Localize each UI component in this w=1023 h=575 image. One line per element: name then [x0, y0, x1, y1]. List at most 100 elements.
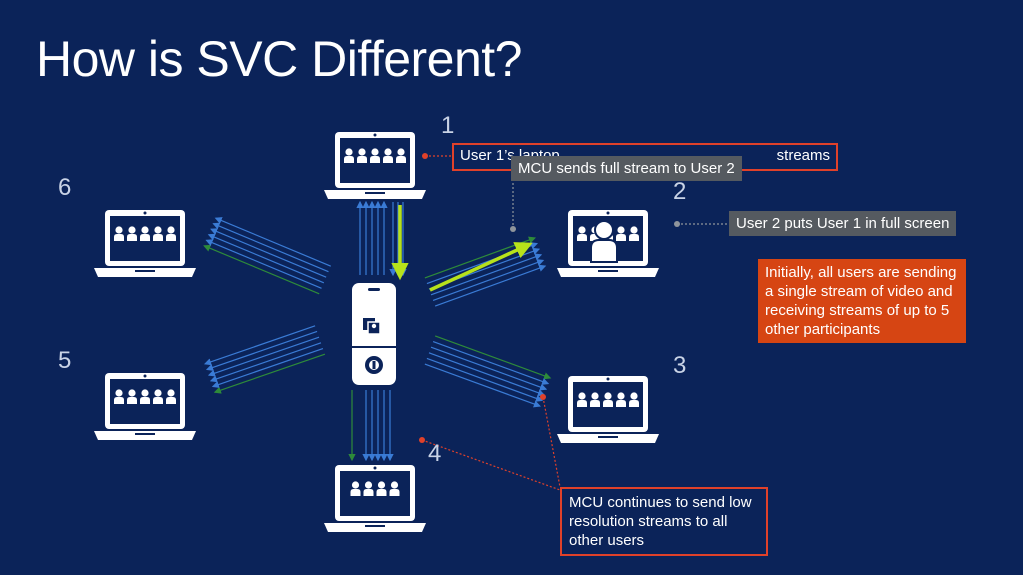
- laptop-camera: [606, 377, 610, 381]
- person-body: [140, 234, 150, 241]
- person-body: [629, 234, 639, 241]
- person-body: [363, 489, 374, 496]
- leader-line: [542, 396, 561, 488]
- laptop-camera: [143, 211, 147, 215]
- number-1: 1: [441, 112, 455, 139]
- stream-line: [203, 325, 316, 366]
- person-body: [590, 400, 600, 407]
- person-body: [140, 397, 150, 404]
- person-body: [127, 234, 137, 241]
- stream-line: [207, 336, 320, 377]
- stream-line: [205, 239, 322, 289]
- laptop-trackpad: [598, 270, 618, 272]
- user2-fullscreen-callout: User 2 puts User 1 in full screen: [729, 211, 957, 236]
- laptop-trackpad: [365, 525, 385, 527]
- laptop-trackpad: [135, 270, 155, 272]
- person-head: [115, 226, 123, 234]
- person-body: [370, 156, 380, 163]
- laptop-trackpad: [598, 436, 618, 438]
- person-head: [154, 389, 162, 397]
- person-head: [397, 148, 405, 156]
- stream-line: [214, 217, 332, 267]
- person-body: [629, 400, 639, 407]
- person-head: [351, 481, 360, 489]
- person-head: [358, 148, 366, 156]
- laptop-camera: [143, 374, 147, 378]
- laptop-icon-user1: [324, 132, 426, 199]
- stream-line: [434, 264, 547, 307]
- number-2: 2: [673, 178, 687, 205]
- person-head: [604, 392, 612, 400]
- laptop-base: [94, 431, 196, 440]
- person-body: [396, 156, 406, 163]
- person-head: [128, 389, 136, 397]
- person-body: [376, 489, 387, 496]
- person-head: [377, 481, 386, 489]
- person-body: [616, 400, 626, 407]
- person-body: [153, 234, 163, 241]
- person-head: [617, 226, 625, 234]
- laptop-base: [324, 523, 426, 532]
- laptop-camera: [606, 211, 610, 215]
- person-body: [357, 156, 367, 163]
- stream-line: [434, 335, 552, 380]
- stream-line: [205, 330, 318, 371]
- stream-line: [212, 222, 329, 273]
- initial-state-callout: Initially, all users are sending a singl…: [758, 259, 966, 343]
- person-head: [167, 389, 175, 397]
- laptop-icon-user4: [324, 465, 426, 532]
- stream-line: [213, 353, 326, 394]
- number-4: 4: [428, 440, 442, 467]
- leader-line: [421, 439, 561, 491]
- stream-line: [209, 342, 322, 383]
- stream-line: [432, 340, 550, 385]
- person-head: [384, 148, 392, 156]
- person-body: [577, 400, 587, 407]
- person-head: [591, 392, 599, 400]
- person-body: [166, 397, 176, 404]
- person-body: [166, 234, 176, 241]
- stream-line: [428, 352, 546, 397]
- laptop-icon-user6: [94, 210, 196, 277]
- person-head: [371, 148, 379, 156]
- laptop-base: [324, 190, 426, 199]
- person-head: [364, 481, 373, 489]
- person-body: [577, 234, 587, 241]
- person-head: [617, 392, 625, 400]
- person-body: [114, 397, 124, 404]
- mcu-full-callout: MCU sends full stream to User 2: [511, 156, 742, 181]
- person-head: [578, 392, 586, 400]
- laptop-base: [94, 268, 196, 277]
- person-body: [603, 400, 613, 407]
- mcu-slot: [368, 288, 380, 291]
- number-3: 3: [673, 352, 687, 379]
- laptop-camera: [373, 133, 377, 137]
- featured-head: [594, 220, 614, 240]
- person-body: [389, 489, 400, 496]
- stream-line: [424, 363, 541, 408]
- laptop-trackpad: [135, 433, 155, 435]
- stream-line: [426, 357, 544, 402]
- person-head: [141, 226, 149, 234]
- laptop-base: [557, 434, 659, 443]
- person-body: [153, 397, 163, 404]
- person-body: [127, 397, 137, 404]
- person-body: [350, 489, 361, 496]
- full-stream-to-user2: [429, 242, 533, 292]
- number-5: 5: [58, 347, 72, 374]
- person-head: [154, 226, 162, 234]
- stream-line: [430, 253, 543, 296]
- stream-line: [210, 228, 327, 278]
- stream-line: [424, 236, 537, 279]
- stream-line: [432, 259, 545, 302]
- laptop-camera: [373, 466, 377, 470]
- person-head: [345, 148, 353, 156]
- stream-line: [203, 244, 320, 295]
- stream-line: [207, 233, 325, 284]
- laptop-icon-user2: [557, 210, 659, 277]
- record-icon-core: [372, 361, 376, 369]
- person-head: [115, 389, 123, 397]
- laptop-icon-user3: [557, 376, 659, 443]
- person-head: [578, 226, 586, 234]
- laptop-base: [557, 268, 659, 277]
